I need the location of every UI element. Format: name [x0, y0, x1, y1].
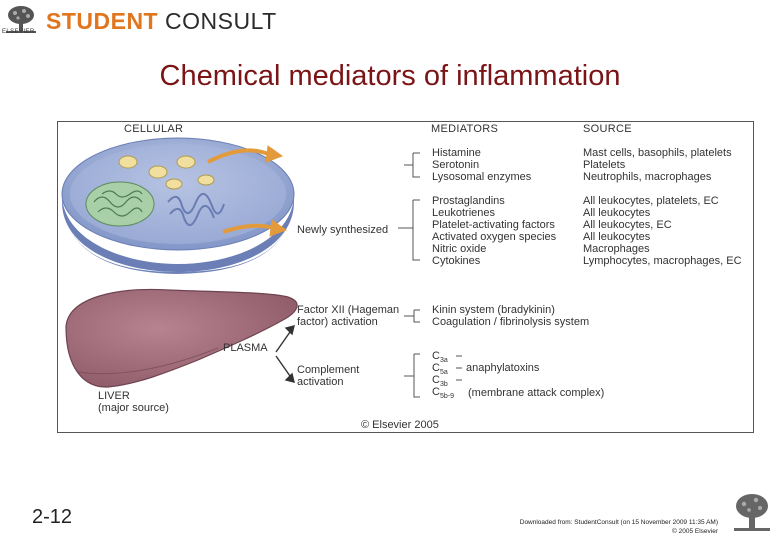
- mediator-nitric-oxide: Nitric oxide: [432, 243, 487, 255]
- mediator-platelet-activating-factors: Platelet-activating factors: [432, 219, 555, 231]
- source-prostaglandins: All leukocytes, platelets, EC: [583, 195, 719, 207]
- figure-copyright: © Elsevier 2005: [361, 419, 439, 431]
- mediator-c3b: C3b: [432, 374, 448, 388]
- label-complement-line1: Complement: [297, 364, 360, 376]
- elsevier-tree-logo-icon: [2, 4, 40, 38]
- source-activated-oxygen-species: All leukocytes: [583, 231, 651, 243]
- source-leukotrienes: All leukocytes: [583, 207, 651, 219]
- label-cellular: CELLULAR: [124, 123, 184, 135]
- mediators-figure: CELLULAR MEDIATORS SOURCE Histamine Sero…: [57, 121, 754, 433]
- plasma-arrows: [275, 325, 295, 383]
- label-complement-line2: activation: [297, 376, 344, 388]
- label-membrane-attack-complex: (membrane attack complex): [468, 387, 605, 399]
- slide-number: 2-12: [32, 506, 73, 528]
- mediator-coagulation-fibrinolysis: Coagulation / fibrinolysis system: [432, 316, 590, 328]
- footer-line1: Downloaded from: StudentConsult (on 15 N…: [519, 519, 718, 526]
- footer-line2: © 2005 Elsevier: [672, 528, 718, 535]
- label-plasma: PLASMA: [223, 342, 268, 354]
- source-lysosomal-enzymes: Neutrophils, macrophages: [583, 171, 712, 183]
- source-cytokines: Lymphocytes, macrophages, EC: [583, 255, 742, 267]
- label-anaphylatoxins: anaphylatoxins: [466, 362, 540, 374]
- mediator-histamine: Histamine: [432, 147, 481, 159]
- brackets: [398, 152, 462, 398]
- logo-word-consult: CONSULT: [165, 8, 277, 34]
- elsevier-tree-footer-icon: [734, 494, 770, 531]
- mediator-kinin-system: Kinin system (bradykinin): [432, 304, 555, 316]
- mediator-serotonin: Serotonin: [432, 159, 480, 171]
- figure-illustration: [61, 137, 462, 398]
- source-nitric-oxide: Macrophages: [583, 243, 650, 255]
- download-footer: Downloaded from: StudentConsult (on 15 N…: [520, 518, 718, 536]
- header-source: SOURCE: [583, 123, 632, 135]
- label-liver-major-source: (major source): [98, 402, 169, 414]
- label-factor-xii-line1: Factor XII (Hageman: [297, 304, 400, 316]
- label-newly-synthesized: Newly synthesized: [297, 224, 389, 236]
- mediator-c5b-9: C5b-9: [432, 386, 454, 400]
- logo-word-student: STUDENT: [46, 8, 159, 34]
- page-title: Chemical mediators of inflammation: [159, 60, 621, 92]
- mediator-c5a: C5a: [432, 362, 448, 376]
- mediator-lysosomal-enzymes: Lysosomal enzymes: [432, 171, 532, 183]
- mediator-leukotrienes: Leukotrienes: [432, 207, 495, 219]
- source-serotonin: Platelets: [583, 159, 626, 171]
- publisher-logo-text: ELSEVIER: [2, 29, 35, 35]
- source-histamine: Mast cells, basophils, platelets: [583, 147, 732, 159]
- mediator-activated-oxygen-species: Activated oxygen species: [432, 231, 557, 243]
- liver-illustration: [65, 288, 298, 388]
- student-consult-logo[interactable]: STUDENT CONSULT: [46, 8, 277, 35]
- mediator-prostaglandins: Prostaglandins: [432, 195, 505, 207]
- source-platelet-activating-factors: All leukocytes, EC: [583, 219, 672, 231]
- mediator-c3a: C3a: [432, 350, 448, 364]
- label-factor-xii-line2: factor) activation: [297, 316, 378, 328]
- label-liver: LIVER: [98, 390, 130, 402]
- cell-illustration: [61, 137, 295, 274]
- cell-arrows: [207, 145, 288, 237]
- header-mediators: MEDIATORS: [431, 123, 499, 135]
- mediator-cytokines: Cytokines: [432, 255, 481, 267]
